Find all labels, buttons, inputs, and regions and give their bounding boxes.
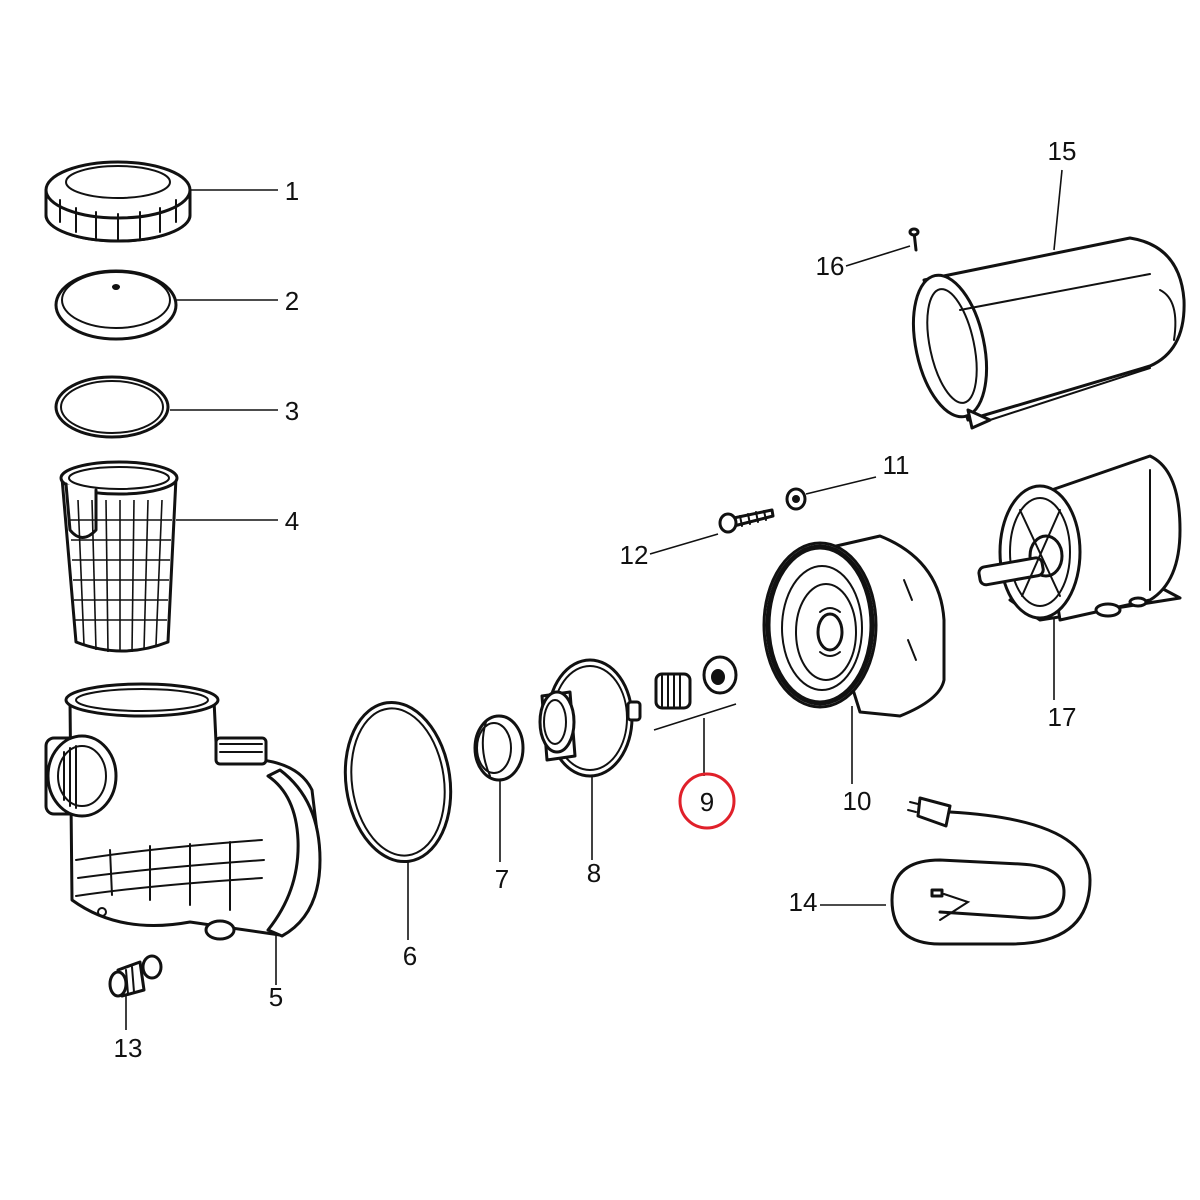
callout-5: 5 [269, 982, 283, 1012]
callout-12: 12 [620, 540, 649, 570]
callout-3: 3 [285, 396, 299, 426]
part-motor-cover [912, 236, 1186, 430]
callout-10: 10 [843, 786, 872, 816]
part-shaft-seal [654, 655, 738, 710]
leader-9-bracket [653, 703, 737, 731]
callout-2: 2 [285, 286, 299, 316]
callout-7: 7 [495, 864, 509, 894]
part-washer [785, 487, 807, 511]
part-lid-cover [54, 269, 178, 341]
part-housing-o-ring [343, 700, 453, 864]
part-strainer-basket [59, 460, 179, 653]
part-pump-housing [44, 682, 322, 941]
part-lid [44, 160, 192, 243]
part-seal-plate [762, 534, 946, 718]
callout-11: 11 [883, 450, 910, 480]
part-diffuser [538, 658, 642, 778]
callout-15: 15 [1048, 136, 1077, 166]
highlight-circle [678, 772, 736, 830]
callout-8: 8 [587, 858, 601, 888]
callout-17: 17 [1048, 702, 1077, 732]
callout-labels: 1 2 3 4 5 6 7 8 9 10 11 12 13 14 15 16 1… [114, 136, 1077, 1063]
callout-9: 9 [700, 787, 714, 817]
callout-16: 16 [816, 251, 845, 281]
callout-13: 13 [114, 1033, 143, 1063]
leader-15 [1053, 169, 1063, 251]
leader-11 [805, 476, 877, 495]
part-diffuser-ring [473, 714, 525, 782]
leader-16 [845, 245, 911, 267]
leader-12 [649, 533, 719, 555]
callout-6: 6 [403, 941, 417, 971]
part-drain-plug [108, 954, 163, 998]
part-lid-o-ring [54, 375, 170, 439]
part-screw [718, 508, 775, 534]
callout-4: 4 [285, 506, 299, 536]
part-power-cord [890, 796, 1092, 946]
callout-14: 14 [789, 887, 818, 917]
callout-1: 1 [285, 176, 299, 206]
part-cover-screw [908, 227, 920, 252]
part-motor [977, 454, 1182, 622]
